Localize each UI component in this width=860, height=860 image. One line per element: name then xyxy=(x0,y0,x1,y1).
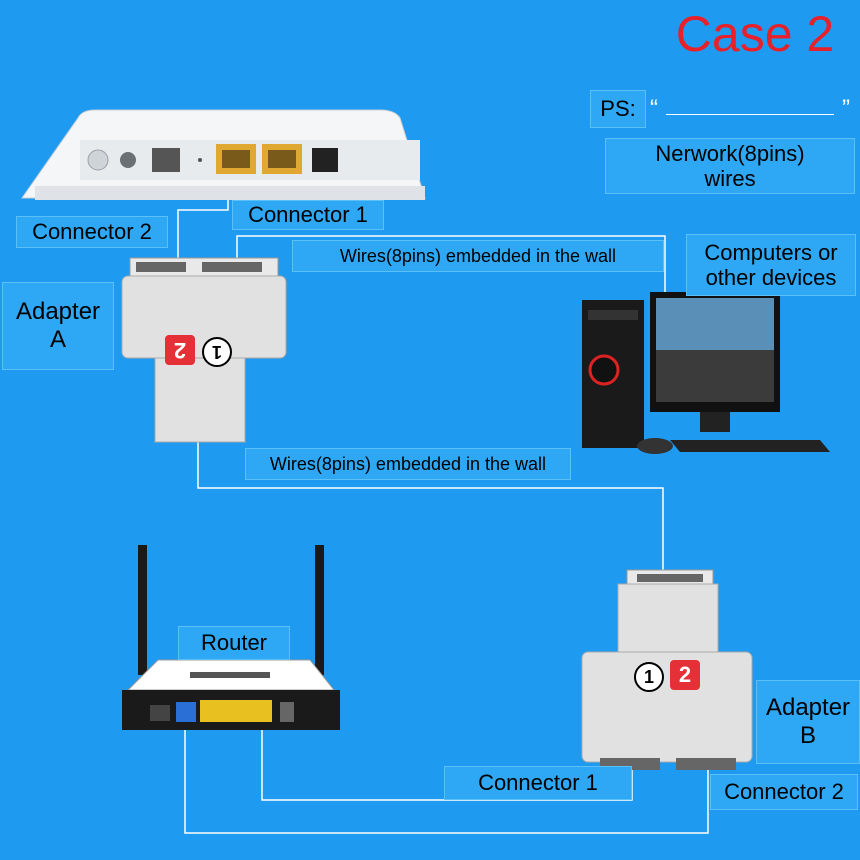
open-quote: “ xyxy=(650,95,658,122)
computer-icon xyxy=(582,292,830,454)
router-icon xyxy=(122,545,340,730)
wall-wire-top-label: Wires(8pins) embedded in the wall xyxy=(292,240,664,272)
adapter-b-port1-badge: 1 xyxy=(634,662,664,692)
adapter-b-label: Adapter B xyxy=(756,680,860,764)
connector1-bottom-label: Connector 1 xyxy=(444,766,632,800)
adapter-b-port2-badge: 2 xyxy=(670,660,700,690)
network-wires-legend: Nerwork(8pins) wires xyxy=(605,138,855,194)
ps-label: PS: xyxy=(590,90,646,128)
adapter-icon xyxy=(581,569,753,770)
wire-wall-mid xyxy=(197,442,664,570)
connector1-top-label: Connector 1 xyxy=(232,200,384,230)
computers-label: Computers or other devices xyxy=(686,234,856,296)
adapter-icon xyxy=(121,257,287,443)
close-quote: ” xyxy=(842,95,850,122)
adapter-a-port2-badge: 2 xyxy=(165,335,195,365)
ps-quote: “ ” xyxy=(650,86,850,132)
case-title: Case 2 xyxy=(675,6,835,62)
wire-connector2-bottom xyxy=(184,728,709,834)
modem-icon xyxy=(21,109,426,200)
wire-connector1-bottom xyxy=(261,728,633,801)
connector2-top-label: Connector 2 xyxy=(16,216,168,248)
wall-wire-mid-label: Wires(8pins) embedded in the wall xyxy=(245,448,571,480)
wire-legend-line xyxy=(666,113,834,115)
connector2-bottom-label: Connector 2 xyxy=(710,774,858,810)
adapter-a-label: Adapter A xyxy=(2,282,114,370)
router-label: Router xyxy=(178,626,290,660)
adapter-a-port1-badge: 1 xyxy=(202,337,232,367)
